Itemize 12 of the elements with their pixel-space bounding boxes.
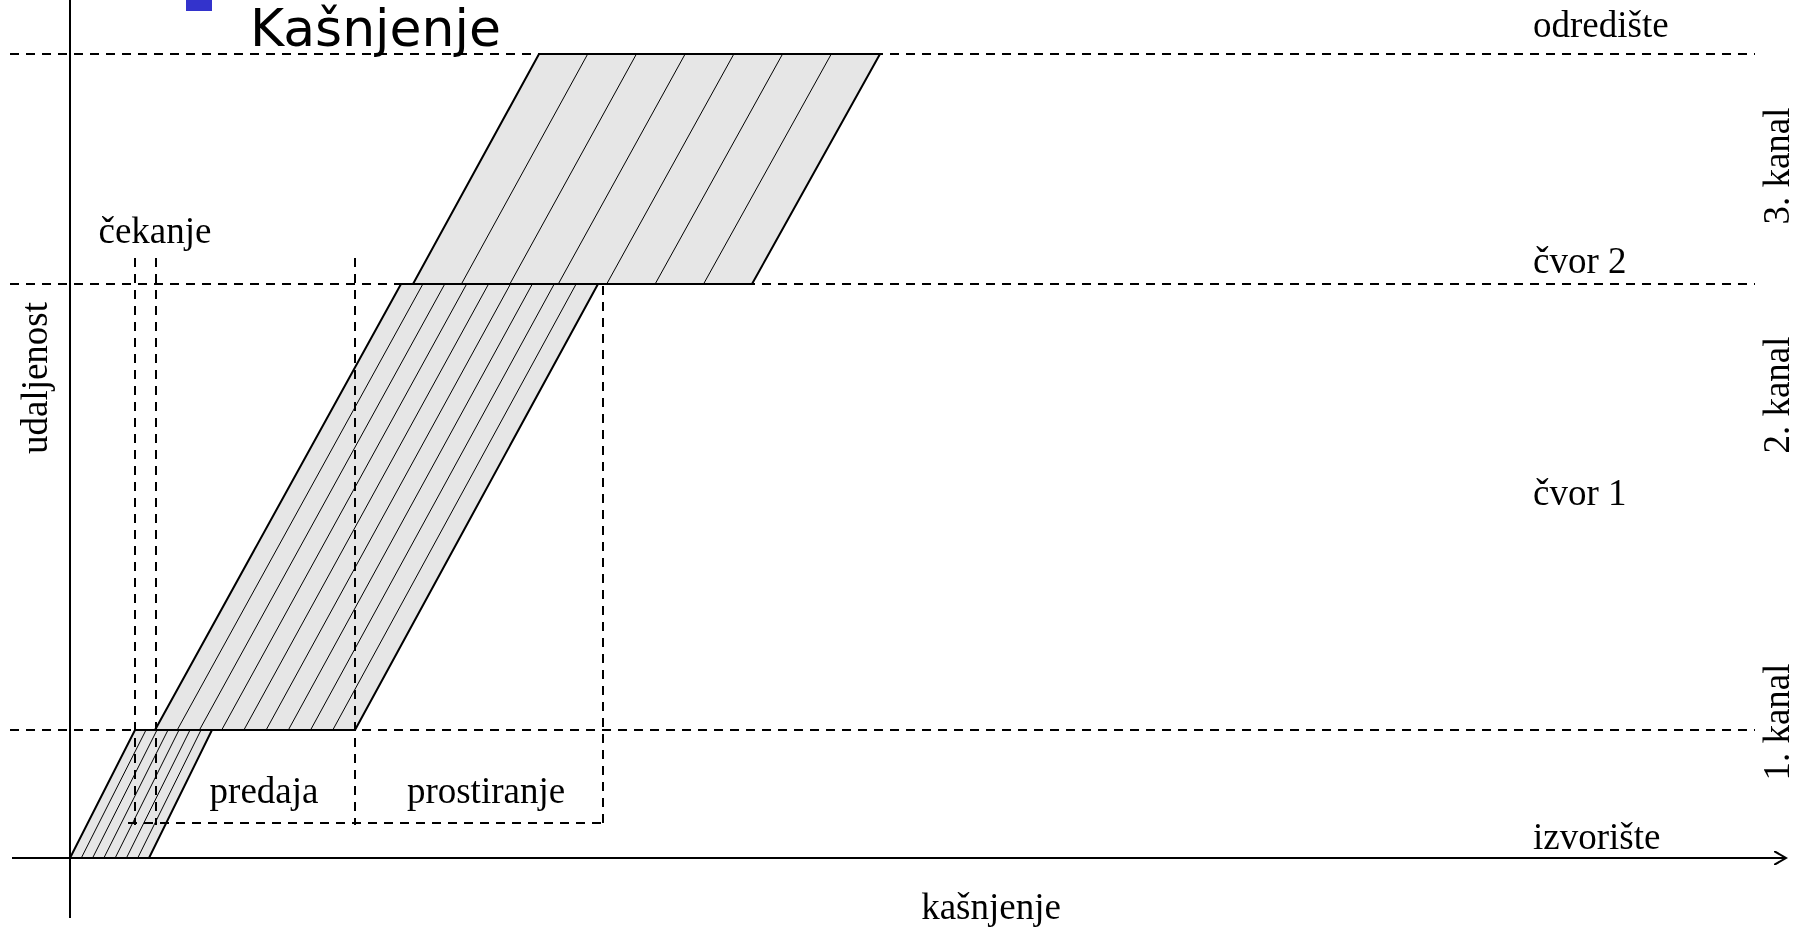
channel-label: 2. kanal [1757, 336, 1795, 454]
delay-label: predaja [209, 772, 319, 809]
level-label: čvor 2 [1533, 242, 1627, 279]
channel-label: 1. kanal [1757, 663, 1795, 781]
level-label: izvorište [1533, 818, 1661, 855]
delay-label: čekanje [98, 212, 212, 249]
delay-label: prostiranje [406, 772, 566, 809]
channel-label: 3. kanal [1757, 107, 1795, 225]
level-label: odredište [1533, 6, 1669, 43]
level-label: čvor 1 [1533, 474, 1627, 511]
axis-label: kašnjenje [921, 888, 1061, 925]
axis-label: udaljenost [15, 301, 53, 455]
